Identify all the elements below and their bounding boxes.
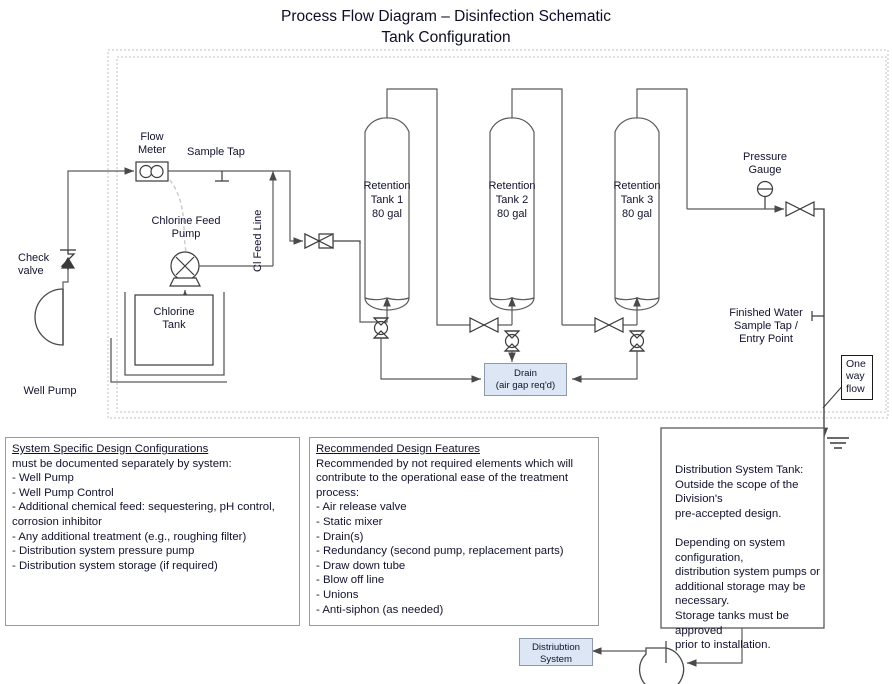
- chlorine-feed-pump-label: Chlorine Feed Pump: [151, 215, 221, 240]
- distribution-system-box: Distriubtion System: [519, 638, 593, 666]
- pipe-pump-to-checkvalve: [62, 268, 69, 289]
- system-specific-body: must be documented separately by system:…: [12, 457, 275, 572]
- recommended-features-panel: Recommended Design Features Recommended …: [309, 437, 599, 626]
- tank2-name: Retention: [488, 180, 536, 192]
- one-way-flow-note: One way flow: [841, 355, 873, 400]
- distribution-tank-symbol: [660, 427, 825, 629]
- retention-tank-2-label: Retention Tank 2 80 gal: [452, 179, 572, 221]
- system-specific-heading: System Specific Design Configurations: [12, 443, 209, 455]
- chlorine-tank-label: Chlorine Tank: [153, 306, 195, 331]
- check-valve-label: Check valve: [18, 252, 50, 277]
- well-pump-label: Well Pump: [23, 385, 77, 397]
- tank2-inlet-valve-symbol: [469, 317, 499, 333]
- tank2-capacity: 80 gal: [497, 208, 527, 220]
- outer-dashed-boundary: [107, 49, 889, 419]
- pipe-checkvalve-to-header: [67, 167, 134, 250]
- tank1-name: Retention: [363, 180, 411, 192]
- distribution-tank-note: Distribution System Tank: Outside the sc…: [675, 464, 820, 652]
- pipe-tank2-top-outlet: [511, 88, 563, 325]
- title-line-1: Process Flow Diagram – Disinfection Sche…: [281, 8, 611, 25]
- tank3-name: Retention: [613, 180, 661, 192]
- page-title: Process Flow Diagram – Disinfection Sche…: [0, 6, 892, 48]
- distribution-tank-vent: [827, 437, 849, 449]
- pipe-final-discharge: [814, 208, 825, 432]
- retention-tank-1-label: Retention Tank 1 80 gal: [327, 179, 447, 221]
- chlorine-containment: [124, 292, 225, 376]
- pipe-tank-to-dist-pump: [687, 628, 743, 667]
- title-line-2: Tank Configuration: [381, 29, 511, 46]
- cl-feed-line-label: Cl Feed Line: [252, 209, 264, 272]
- distribution-system-sublabel: System: [540, 653, 572, 665]
- tank3-capacity: 80 gal: [622, 208, 652, 220]
- tank3-number: Tank 3: [620, 194, 654, 206]
- tank3-inlet-valve-symbol: [594, 317, 624, 333]
- retention-tank-1-symbol: [364, 117, 410, 301]
- pipe-tank3-top-outlet: [636, 88, 688, 209]
- pipe-to-main-valve: [273, 170, 303, 245]
- recommended-body: Recommended by not required elements whi…: [316, 457, 574, 616]
- drain-sublabel: (air gap req'd): [495, 379, 556, 391]
- finished-water-tap-symbol: [811, 311, 824, 321]
- pipe-tank1-to-drain: [380, 338, 481, 383]
- recommended-heading: Recommended Design Features: [316, 443, 480, 455]
- finished-water-label: Finished Water Sample Tap / Entry Point: [729, 307, 803, 345]
- well-pump-symbol: [34, 288, 64, 346]
- chlorine-injection-curve: [169, 179, 187, 253]
- tank2-number: Tank 2: [495, 194, 529, 206]
- inner-dashed-boundary: [116, 56, 887, 413]
- tank1-capacity: 80 gal: [372, 208, 402, 220]
- pipe-tank3-to-drain: [572, 351, 638, 383]
- pipe-tank1-top-outlet: [386, 88, 438, 315]
- drain-box: Drain (air gap req'd): [484, 363, 567, 396]
- distribution-system-label: Distriubtion: [532, 642, 580, 653]
- drain-label: Drain: [514, 368, 537, 379]
- distribution-pump-symbol: [638, 647, 685, 684]
- sample-tap-symbol: [215, 171, 229, 182]
- chlorine-tank-symbol: [134, 294, 214, 366]
- system-specific-panel: System Specific Design Configurations mu…: [5, 437, 300, 626]
- tank1-number: Tank 1: [370, 194, 404, 206]
- flow-meter-label: Flow Meter: [137, 131, 167, 156]
- retention-tank-3-label: Retention Tank 3 80 gal: [577, 179, 697, 221]
- sample-tap-label: Sample Tap: [187, 146, 245, 158]
- final-valve-symbol: [785, 201, 815, 217]
- pressure-gauge-label: Pressure Gauge: [742, 151, 788, 176]
